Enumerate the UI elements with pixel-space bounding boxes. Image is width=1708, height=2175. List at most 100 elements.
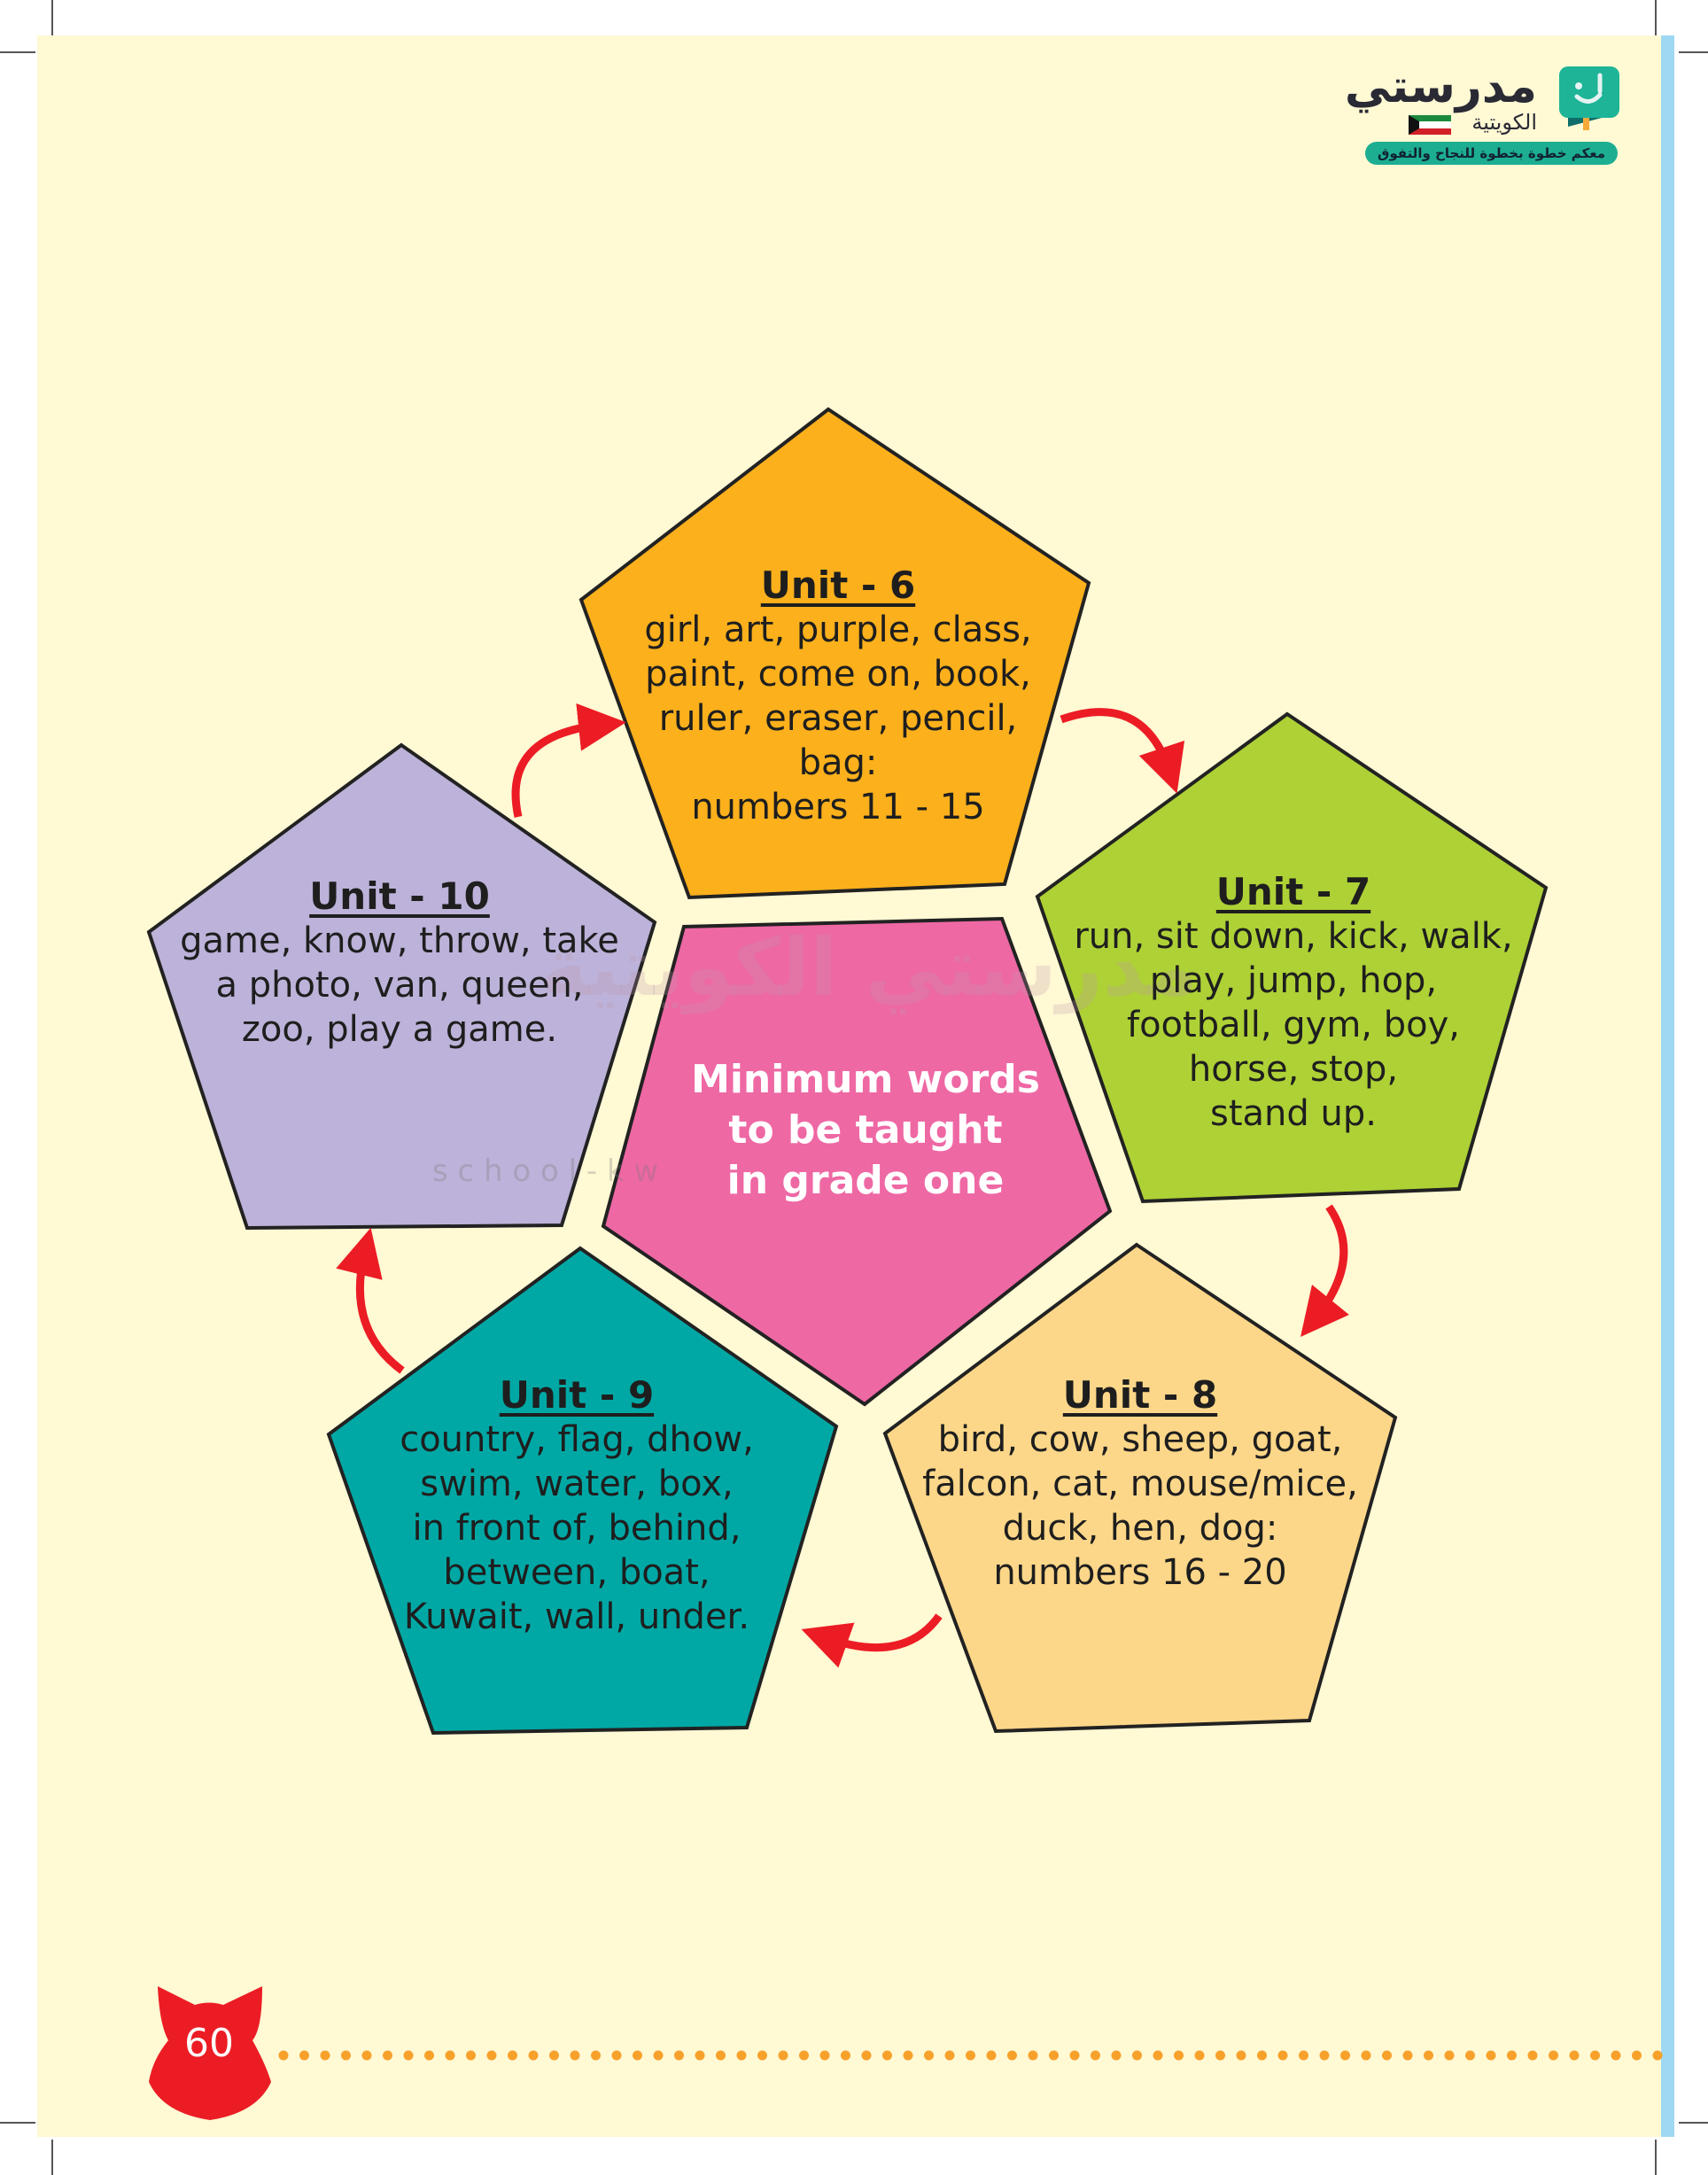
word-line: run, sit down, kick, walk, xyxy=(1074,916,1513,957)
watermark-latin: s c h o o l - k w xyxy=(432,1154,659,1189)
pentagon-unit-8 xyxy=(882,1242,1398,1734)
footer-dot xyxy=(799,2050,809,2061)
word-line: girl, art, purple, class, xyxy=(644,610,1032,650)
arrow-6-to-7 xyxy=(1060,708,1185,794)
footer-dot xyxy=(903,2050,913,2061)
footer-dot xyxy=(1194,2050,1205,2061)
footer-dot xyxy=(570,2050,580,2061)
footer-dot xyxy=(695,2050,705,2061)
footer-dot xyxy=(674,2050,684,2061)
footer-dot xyxy=(1257,2050,1267,2061)
footer-dot xyxy=(716,2050,726,2061)
footer-dot xyxy=(633,2050,642,2061)
cat-head-icon xyxy=(149,1986,271,2120)
footer-dot xyxy=(1361,2050,1371,2061)
footer-dot xyxy=(1527,2050,1538,2061)
page-edge-strip xyxy=(1661,35,1674,2137)
crop-mark xyxy=(1655,2140,1657,2175)
center-line: Minimum words xyxy=(691,1057,1040,1102)
footer-dot xyxy=(445,2050,455,2061)
word-line: stand up. xyxy=(1210,1093,1377,1134)
footer-dot xyxy=(320,2050,330,2061)
unit-title: Unit - 10 xyxy=(309,874,490,918)
crop-mark xyxy=(0,2122,35,2124)
word-line: zoo, play a game. xyxy=(241,1009,558,1050)
footer-dot xyxy=(1132,2050,1142,2061)
footer-dot xyxy=(1402,2050,1413,2061)
footer-dot xyxy=(1424,2050,1433,2061)
word-line: horse, stop, xyxy=(1188,1049,1399,1090)
crop-mark xyxy=(1655,0,1657,35)
word-line: duck, hen, dog: xyxy=(1002,1508,1278,1549)
footer-dot xyxy=(1632,2050,1642,2061)
footer-dot xyxy=(383,2050,392,2061)
crop-mark xyxy=(1679,2122,1708,2124)
footer-dot xyxy=(1590,2050,1600,2061)
unit-6-text: Unit - 6 girl, art, purple, class, paint… xyxy=(644,563,1031,829)
logo-book-icon xyxy=(1559,66,1619,130)
page-number: 60 xyxy=(184,2021,234,2066)
footer-dot xyxy=(1549,2050,1558,2061)
word-line: bag: xyxy=(798,742,878,783)
footer-dot xyxy=(882,2050,892,2061)
footer-dot xyxy=(1028,2050,1038,2061)
footer-dot xyxy=(819,2050,830,2061)
footer-dot xyxy=(1007,2050,1017,2061)
footer-dot xyxy=(986,2050,997,2061)
crop-mark xyxy=(51,2140,53,2175)
footer-dot xyxy=(1507,2050,1517,2061)
footer-dot xyxy=(1049,2050,1059,2061)
arrow-9-to-10 xyxy=(336,1227,405,1374)
word-line: numbers 11 - 15 xyxy=(691,787,985,827)
arrow-8-to-9 xyxy=(801,1613,943,1668)
footer-dot xyxy=(1382,2050,1392,2061)
word-line: play, jump, hop, xyxy=(1149,960,1438,1001)
word-line: Kuwait, wall, under. xyxy=(403,1596,750,1637)
crop-mark xyxy=(0,51,35,53)
arrow-10-to-6 xyxy=(511,703,626,818)
watermark-arabic: مدرستي الكويتية xyxy=(540,921,1199,1014)
footer-dot xyxy=(1277,2050,1288,2061)
unit-title: Unit - 9 xyxy=(499,1373,655,1417)
footer-dot xyxy=(508,2050,517,2061)
word-line: a photo, van, queen, xyxy=(215,965,584,1006)
word-line: paint, come on, book, xyxy=(645,654,1031,695)
footer-dot xyxy=(299,2050,309,2061)
footer-dot xyxy=(1444,2050,1455,2061)
center-label: Minimum words to be taught in grade one xyxy=(691,1054,1040,1206)
center-line: in grade one xyxy=(726,1158,1005,1203)
word-line: bird, cow, sheep, goat, xyxy=(937,1419,1343,1460)
unit-title: Unit - 6 xyxy=(760,563,916,607)
kuwait-flag-icon xyxy=(1409,115,1451,135)
footer-dot xyxy=(1069,2050,1080,2061)
word-line: between, boat, xyxy=(443,1552,710,1593)
word-line: falcon, cat, mouse/mice, xyxy=(922,1464,1358,1504)
pentagon-center xyxy=(601,916,1113,1407)
word-line: game, know, throw, take xyxy=(180,920,619,961)
crop-mark xyxy=(51,0,53,35)
pentagon-unit-10 xyxy=(146,742,657,1231)
logo-name: مدرستي xyxy=(1344,60,1537,113)
footer-dot xyxy=(1299,2050,1308,2061)
footer-dot xyxy=(1174,2050,1184,2061)
footer-dot xyxy=(528,2050,539,2061)
arrow-7-to-8 xyxy=(1300,1204,1349,1337)
footer-dot xyxy=(924,2050,934,2061)
pentagon-unit-7 xyxy=(1035,711,1549,1204)
footer-dot xyxy=(1569,2050,1580,2061)
footer-dot xyxy=(549,2050,559,2061)
unit-title: Unit - 8 xyxy=(1062,1373,1218,1417)
word-line: ruler, eraser, pencil, xyxy=(658,698,1018,739)
footer-dotted-line xyxy=(278,2050,1663,2061)
footer-dot xyxy=(1153,2050,1163,2061)
pentagon-unit-6 xyxy=(578,407,1091,900)
footer-dot xyxy=(1340,2050,1350,2061)
footer-dot xyxy=(1652,2050,1663,2061)
footer-dot xyxy=(736,2050,747,2061)
unit-7-text: Unit - 7 run, sit down, kick, walk, play… xyxy=(1074,870,1512,1136)
footer-dot xyxy=(341,2050,351,2061)
footer-dot xyxy=(757,2050,767,2061)
footer-dot xyxy=(424,2050,434,2061)
footer-dot xyxy=(486,2050,497,2061)
footer-dot xyxy=(403,2050,414,2061)
